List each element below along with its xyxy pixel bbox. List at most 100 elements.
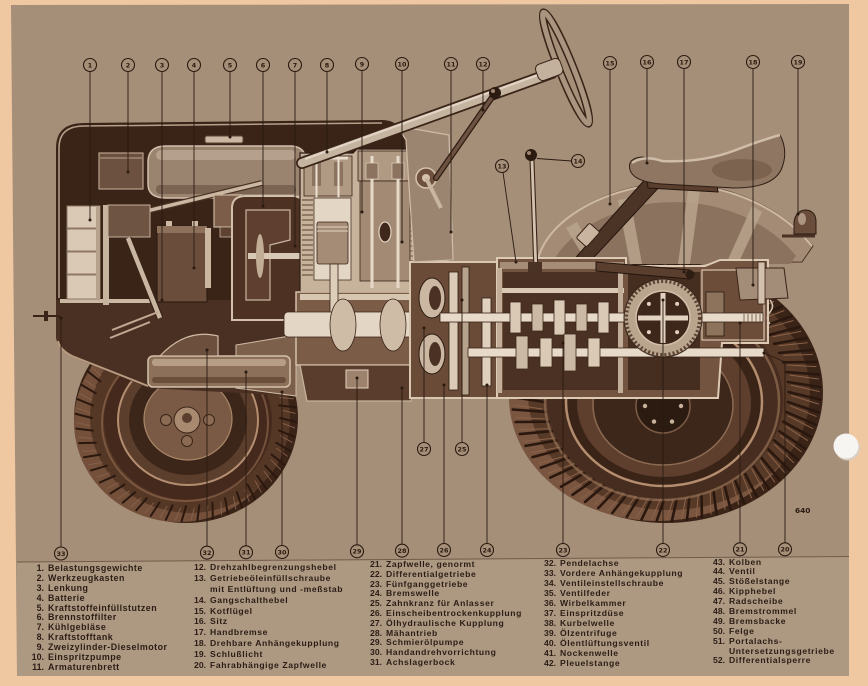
leader-dot xyxy=(360,210,364,214)
callout-circle xyxy=(274,544,290,560)
leader-dot xyxy=(293,244,297,248)
callout-15: 15 xyxy=(602,55,618,206)
hub-ear xyxy=(203,414,215,426)
front-hitch-pin xyxy=(44,311,48,321)
callout-circle xyxy=(655,542,671,558)
legend-item: 37.Einspritzdüse xyxy=(538,608,683,618)
callout-number: 2 xyxy=(126,61,130,69)
callout-3: 3 xyxy=(154,57,170,302)
callout-11: 11 xyxy=(443,56,459,234)
casting-edge-highlight xyxy=(57,340,149,387)
steering-linkage xyxy=(103,204,164,339)
legend-item-label: Kipphebel xyxy=(729,586,776,597)
legend-column-4: 32.Pendelachse 33.Vordere Anhängekupplun… xyxy=(538,558,683,668)
legend-item: 16.Sitz xyxy=(188,616,343,627)
legend-item: 49.Bremsbacke xyxy=(707,616,835,627)
legend-item-label: Ventil xyxy=(729,566,756,577)
axle-tube-highlight xyxy=(152,359,286,366)
case-bolt xyxy=(646,330,651,335)
legend-item-label: Kraftstoffeinfüllstutzen xyxy=(48,602,158,613)
crown-wheel-teeth xyxy=(624,279,702,357)
callout-26: 26 xyxy=(436,383,452,558)
callout-circle xyxy=(494,158,510,174)
legend-item-number: 28. xyxy=(370,627,382,638)
wheel-bolt xyxy=(642,403,648,409)
legend-item-label: Drehbare Anhängekupplung xyxy=(210,638,340,649)
pto-shaft xyxy=(467,347,765,358)
legend-item-number: 46. xyxy=(713,586,725,597)
callout-circle xyxy=(639,54,655,70)
tail-light-lens xyxy=(798,213,806,225)
callout-number: 12 xyxy=(479,60,488,68)
hub-ear xyxy=(160,414,172,426)
legend-column-3: 21.Zapfwelle, genormt 22.Differentialget… xyxy=(364,559,522,668)
callout-circle xyxy=(732,542,748,557)
leader-dot xyxy=(796,212,800,216)
legend-item: 24.Bremswelle xyxy=(364,589,522,599)
drag-link xyxy=(109,321,151,339)
legend-item-number: 39. xyxy=(544,627,556,638)
legend-item-number: 36. xyxy=(544,597,556,608)
legend-item-number: 24. xyxy=(370,588,382,599)
legend-item: 52.Differentialsperre xyxy=(707,656,835,666)
leader-dot xyxy=(738,321,742,325)
legend-item-number: 32. xyxy=(544,557,556,568)
legend-item: 17.Handbremse xyxy=(188,627,343,638)
callout-number: 7 xyxy=(293,61,297,69)
legend-item-label: Ventileinstellschraube xyxy=(560,577,664,588)
leader-dot xyxy=(751,283,755,287)
legend-item-number: 20. xyxy=(194,660,206,671)
callout-23: 23 xyxy=(555,341,571,558)
leader-dot xyxy=(422,326,426,330)
wheel-bolt xyxy=(678,403,684,409)
legend-item: 4.Batterie xyxy=(26,592,168,604)
seat-clamp xyxy=(576,223,600,247)
leader-dot xyxy=(261,204,265,208)
clutch-disc xyxy=(448,271,459,391)
punch-hole xyxy=(833,433,859,459)
case-bolt xyxy=(681,316,685,320)
legend-item: 5.Kraftstoffeinfüllstutzen xyxy=(26,602,168,614)
callout-20: 20 xyxy=(762,351,793,557)
callout-circle xyxy=(154,57,170,73)
callout-number: 5 xyxy=(228,61,232,69)
transmission xyxy=(409,257,769,399)
legend-item: 3.Lenkung xyxy=(26,583,168,594)
legend-item: 44.Ventil xyxy=(707,566,835,577)
legend-item: 14.Gangschalthebel xyxy=(188,595,343,606)
callout-circle xyxy=(394,543,410,558)
legend-item-label: Differentialsperre xyxy=(729,655,811,666)
callout-1: 1 xyxy=(82,57,98,222)
legend-item-label: Batterie xyxy=(48,592,86,603)
legend-item-label: Armaturenbrett xyxy=(48,661,120,672)
callout-16: 16 xyxy=(639,54,655,165)
tool-box xyxy=(98,152,144,190)
callout-29: 29 xyxy=(349,376,365,559)
valve-spring xyxy=(391,162,405,180)
leader-dot xyxy=(762,351,766,355)
legend-item: 36.Wirbelkammer xyxy=(538,598,683,608)
legend-item-label-continued: mit Entlüftung und -meßstab xyxy=(210,583,344,594)
legend-item-number: 47. xyxy=(713,596,725,607)
knob-highlight xyxy=(527,151,531,155)
callout-circle xyxy=(349,544,365,559)
leader-dot xyxy=(244,370,248,374)
legend-item: 20.Fahrabhängige Zapfwelle xyxy=(188,660,343,671)
callout-number: 31 xyxy=(242,549,251,557)
seat-shadow xyxy=(712,159,772,181)
callout-number: 18 xyxy=(749,58,758,66)
legend-item-number: 17. xyxy=(194,627,206,638)
legend-item-label: Drehzahlbegrenzungshebel xyxy=(210,562,337,572)
callout-18: 18 xyxy=(745,54,761,287)
fuel-filler-cap xyxy=(204,135,244,144)
callout-circle xyxy=(443,56,459,72)
legend-item-number: 22. xyxy=(370,568,382,579)
legend-item: 30.Handandrehvorrichtung xyxy=(364,647,522,658)
callout-24: 24 xyxy=(479,383,495,558)
legend-item-number: 8. xyxy=(36,632,44,643)
handbrake-pivot xyxy=(685,270,695,279)
legend-item-number: 42. xyxy=(544,657,556,668)
legend-item-label: Differentialgetriebe xyxy=(386,568,477,579)
hub-ear xyxy=(181,435,193,447)
